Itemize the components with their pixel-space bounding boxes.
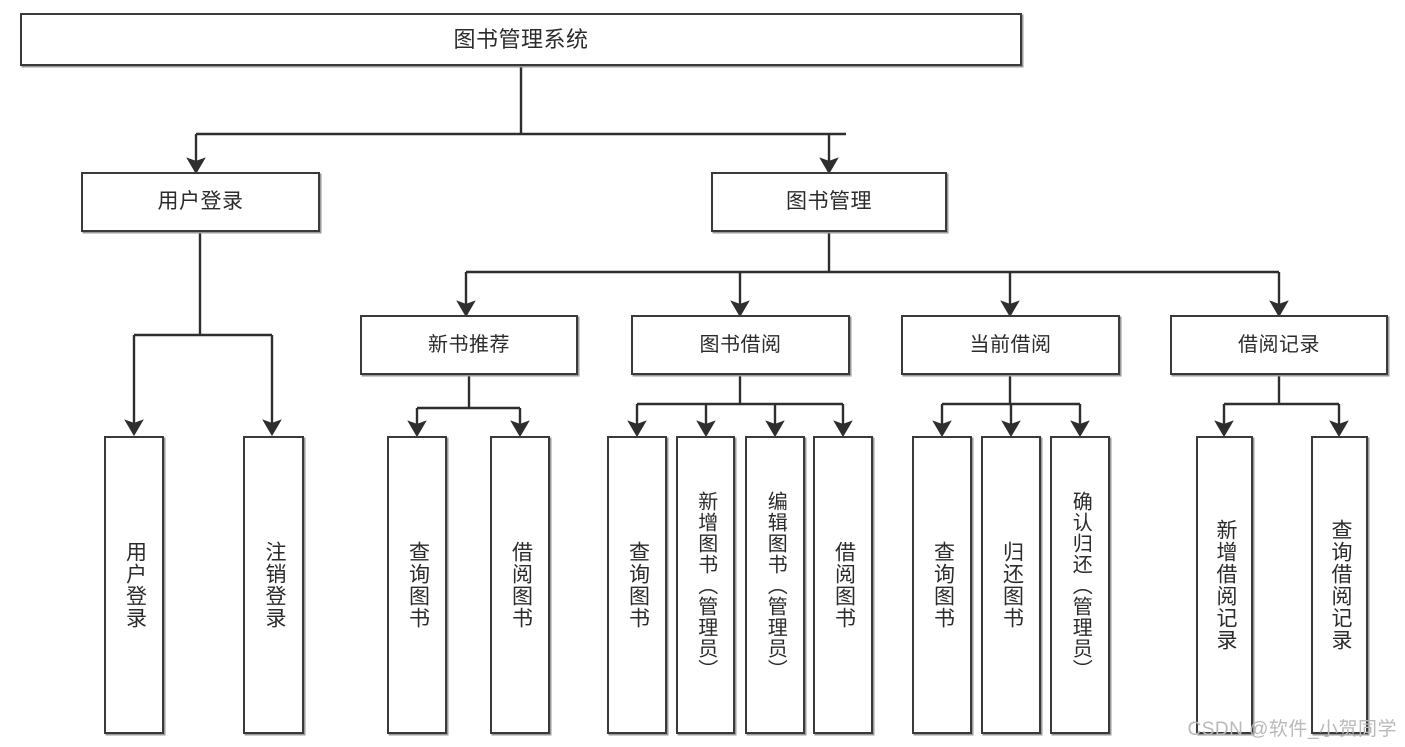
node-leaf-edit-book[interactable]: 编辑图书（管理员） xyxy=(745,436,805,734)
node-leaf-borrow-book-1[interactable]: 借阅图书 xyxy=(490,436,550,734)
node-book-management-label: 图书管理 xyxy=(786,189,872,213)
node-leaf-add-record-label: 新增借阅记录 xyxy=(1213,519,1237,651)
node-root-label: 图书管理系统 xyxy=(453,26,589,52)
node-leaf-query-book-3[interactable]: 查询图书 xyxy=(912,436,972,734)
node-leaf-user-login[interactable]: 用户登录 xyxy=(104,436,164,734)
node-leaf-confirm-return-label: 确认归还（管理员） xyxy=(1069,490,1092,680)
node-leaf-query-record[interactable]: 查询借阅记录 xyxy=(1311,436,1368,734)
node-leaf-query-record-label: 查询借阅记录 xyxy=(1328,519,1352,651)
node-leaf-user-login-label: 用户登录 xyxy=(123,541,147,629)
node-new-book-recommend-label: 新书推荐 xyxy=(428,333,510,356)
node-leaf-add-book-label: 新增图书（管理员） xyxy=(694,490,717,680)
node-leaf-return-book-label: 归还图书 xyxy=(1000,541,1024,629)
node-leaf-add-book[interactable]: 新增图书（管理员） xyxy=(676,436,735,734)
node-user-login[interactable]: 用户登录 xyxy=(81,172,320,232)
node-leaf-query-book-1[interactable]: 查询图书 xyxy=(387,436,447,734)
node-leaf-borrow-book-2-label: 借阅图书 xyxy=(832,541,856,629)
watermark-text: CSDN @软件_小贺同学 xyxy=(1187,719,1397,740)
node-leaf-query-book-1-label: 查询图书 xyxy=(406,541,430,629)
node-leaf-borrow-book-1-label: 借阅图书 xyxy=(509,541,533,629)
node-book-management[interactable]: 图书管理 xyxy=(711,172,947,232)
node-leaf-logout[interactable]: 注销登录 xyxy=(243,436,304,734)
node-current-borrow[interactable]: 当前借阅 xyxy=(901,315,1120,375)
node-leaf-query-book-3-label: 查询图书 xyxy=(931,541,955,629)
node-leaf-logout-label: 注销登录 xyxy=(262,541,286,629)
node-book-borrow[interactable]: 图书借阅 xyxy=(631,315,850,375)
node-borrow-record[interactable]: 借阅记录 xyxy=(1170,315,1388,375)
node-current-borrow-label: 当前借阅 xyxy=(969,333,1052,356)
node-borrow-record-label: 借阅记录 xyxy=(1238,333,1320,356)
node-leaf-borrow-book-2[interactable]: 借阅图书 xyxy=(813,436,873,734)
node-book-borrow-label: 图书借阅 xyxy=(699,333,782,356)
node-leaf-edit-book-label: 编辑图书（管理员） xyxy=(764,490,787,680)
node-new-book-recommend[interactable]: 新书推荐 xyxy=(360,315,578,375)
node-leaf-query-book-2-label: 查询图书 xyxy=(626,541,650,629)
node-leaf-query-book-2[interactable]: 查询图书 xyxy=(607,436,667,734)
node-leaf-add-record[interactable]: 新增借阅记录 xyxy=(1196,436,1253,734)
node-leaf-confirm-return[interactable]: 确认归还（管理员） xyxy=(1050,436,1110,734)
node-user-login-label: 用户登录 xyxy=(157,189,244,213)
node-root[interactable]: 图书管理系统 xyxy=(20,13,1022,66)
node-leaf-return-book[interactable]: 归还图书 xyxy=(981,436,1041,734)
